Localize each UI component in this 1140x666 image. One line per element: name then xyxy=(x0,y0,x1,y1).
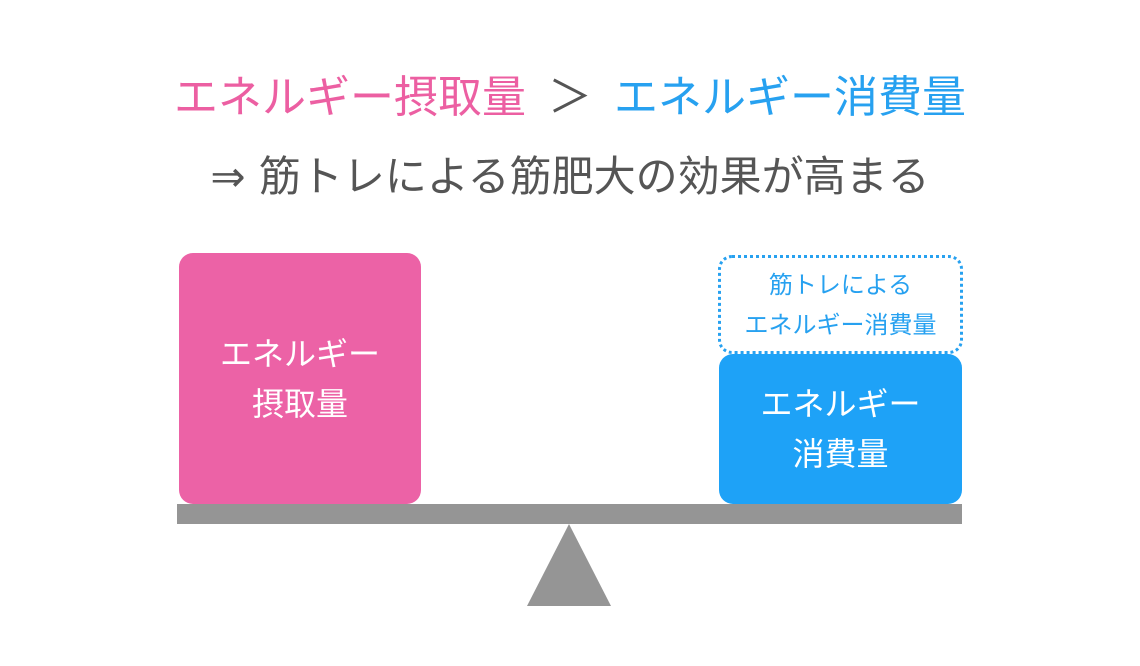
burn-box: エネルギー 消費量 xyxy=(719,354,962,504)
training-burn-line2: エネルギー消費量 xyxy=(744,310,937,339)
training-burn-box: 筋トレによる エネルギー消費量 xyxy=(718,255,963,354)
training-burn-line1: 筋トレによる xyxy=(768,270,913,299)
intake-box-line2: 摂取量 xyxy=(251,384,348,423)
headline: エネルギー摂取量 ＞ エネルギー消費量 xyxy=(0,70,1140,126)
burn-box-line2: 消費量 xyxy=(792,435,889,473)
scale-beam xyxy=(177,504,962,524)
headline-burn: エネルギー消費量 xyxy=(614,72,966,123)
headline-intake: エネルギー摂取量 xyxy=(174,72,526,123)
burn-box-line1: エネルギー xyxy=(760,385,921,423)
headline-greater-than: ＞ xyxy=(548,72,592,123)
scale-fulcrum xyxy=(527,524,611,606)
intake-box-line1: エネルギー xyxy=(219,334,380,373)
subline-conclusion: ⇒ 筋トレによる筋肥大の効果が高まる xyxy=(210,152,930,201)
intake-box: エネルギー 摂取量 xyxy=(179,253,421,504)
